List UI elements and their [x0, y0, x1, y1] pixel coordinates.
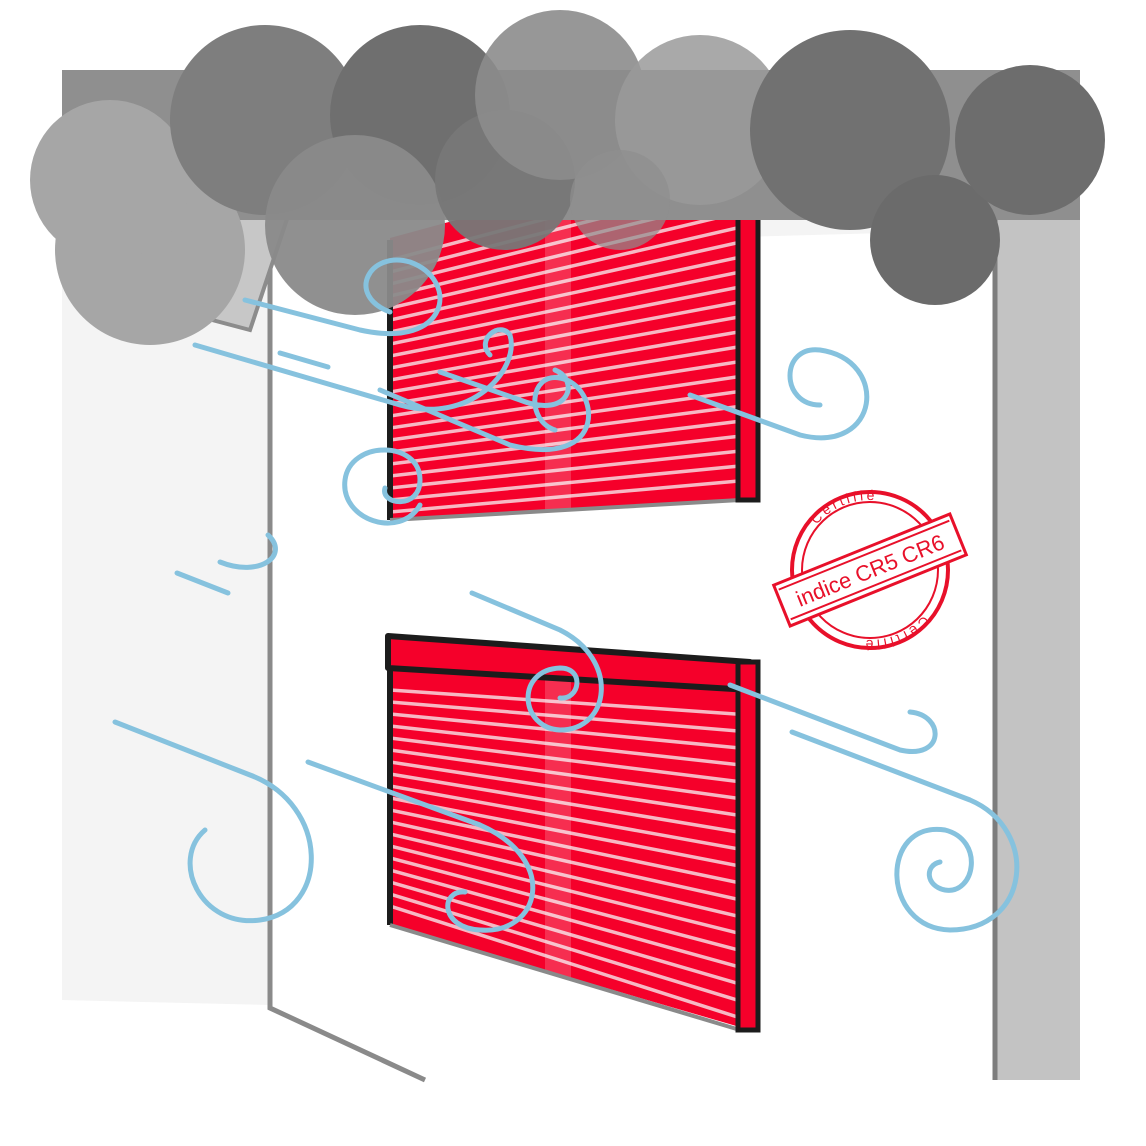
wind-gust-icon — [112, 257, 1020, 933]
lower-roller-shutter — [385, 633, 761, 1033]
wall-side — [995, 70, 1080, 1080]
storm-cloud-icon — [30, 10, 1105, 345]
wall-edge — [267, 250, 427, 1083]
